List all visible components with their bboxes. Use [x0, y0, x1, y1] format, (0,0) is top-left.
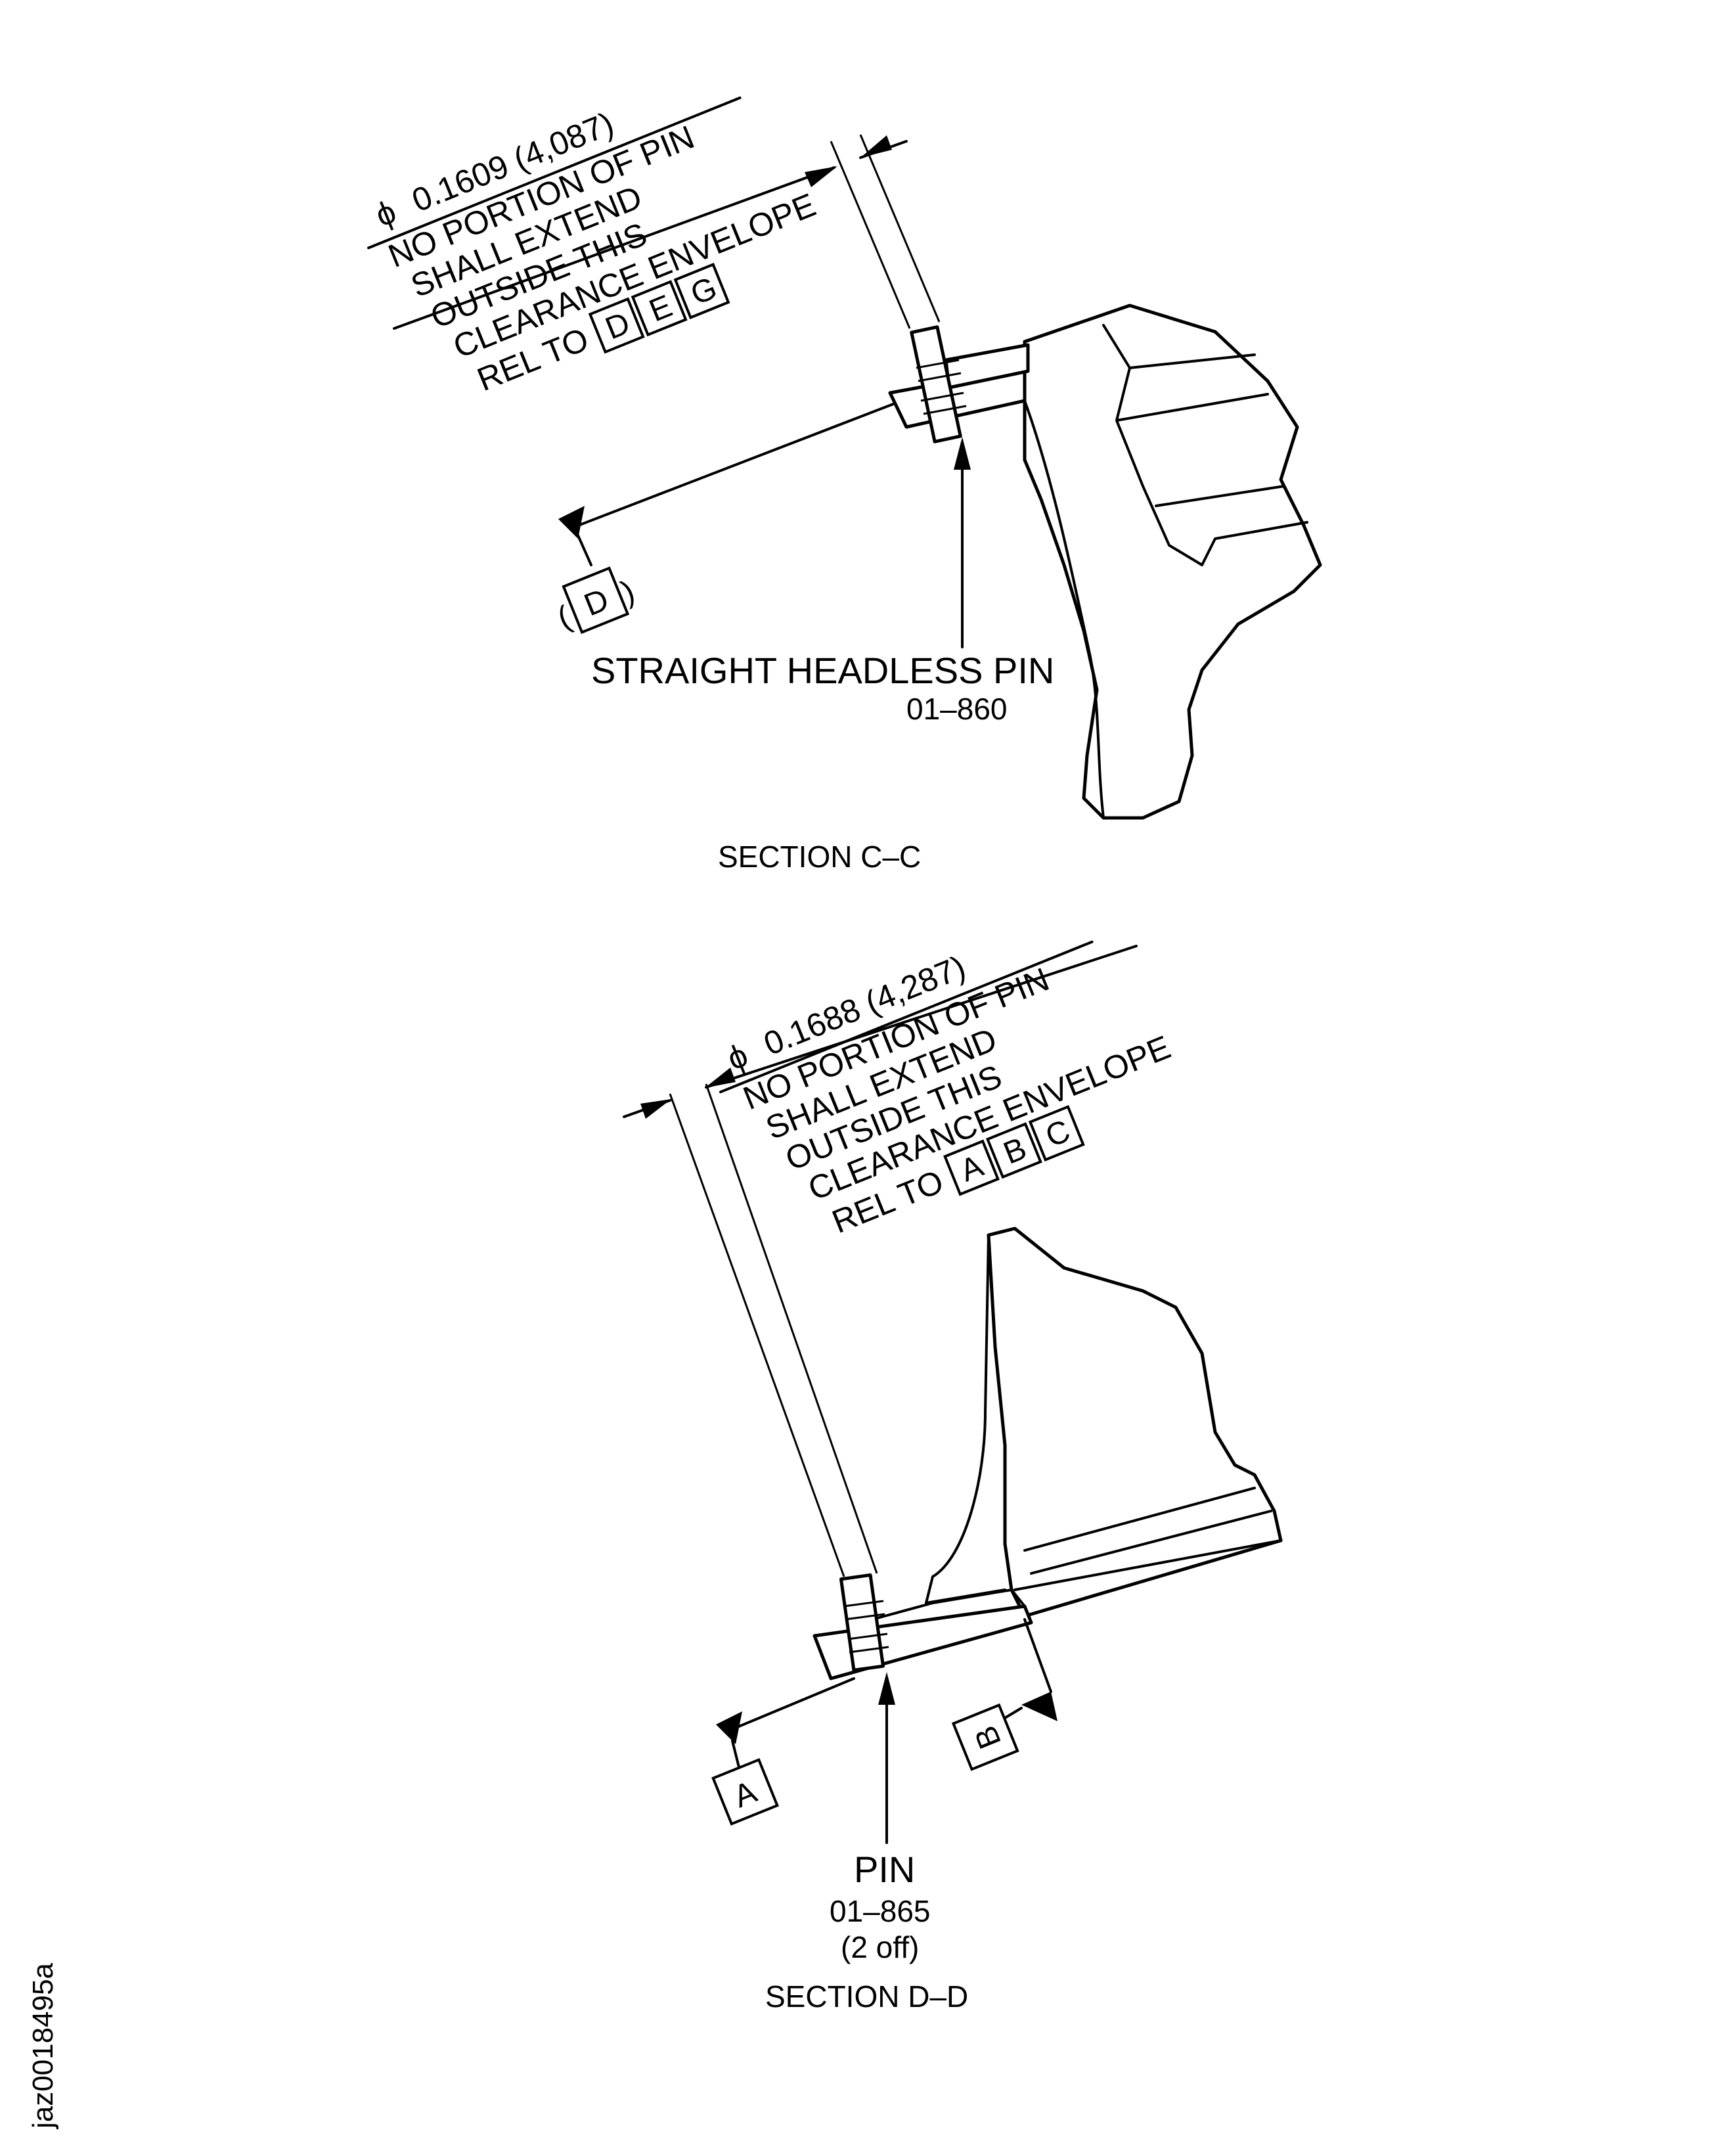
- section-d-casting: [987, 1227, 1283, 1618]
- section-c-flange-curve: [1023, 399, 1105, 819]
- section-d-datum-b-flag: B: [951, 1703, 1019, 1771]
- section-d-pin: [839, 1573, 889, 1672]
- section-d-datum-b-stem: [1004, 1707, 1023, 1719]
- section-c-pin-number: 01–860: [906, 692, 1008, 726]
- section-d-extension-line-1: [669, 1093, 845, 1577]
- section-d-datum-b-triangle: [1021, 1692, 1057, 1721]
- section-d-arrow-left: [640, 1099, 671, 1119]
- section-c-extension-line-1: [830, 141, 911, 329]
- section-c-datum-d-line: [577, 403, 895, 527]
- section-d-pin-number: 01–865: [830, 1894, 931, 1928]
- section-d-extension-line-2: [705, 1083, 878, 1574]
- section-c-casting-step: [1102, 324, 1308, 566]
- section-d-datum-b-line: [1023, 1618, 1052, 1693]
- section-d-title: SECTION D–D: [765, 1979, 968, 2014]
- section-c-extension-line-2: [859, 134, 941, 323]
- section-d-datum-a-line: [734, 1677, 855, 1729]
- section-d-arrow-right: [705, 1068, 736, 1088]
- section-d-pin-label: PIN: [854, 1849, 915, 1890]
- section-c-pin-label: STRAIGHT HEADLESS PIN: [591, 650, 1054, 691]
- section-c-arrow-right: [860, 135, 892, 158]
- section-d-datum-a-stem: [731, 1740, 740, 1769]
- section-c-datum-flag: ( D ): [552, 566, 640, 636]
- section-d-dimension-line: [705, 945, 1138, 1089]
- section-c-title: SECTION C–C: [718, 840, 921, 874]
- section-c-datum-d-stem: [577, 534, 592, 566]
- section-c-arrow-left: [805, 166, 837, 187]
- section-c-datum-d-triangle: [558, 506, 585, 539]
- section-c-c: ( D ) ϕ 0.1609 (4,087) NO PORTION OF PIN…: [367, 96, 1322, 874]
- section-c-note: ϕ 0.1609 (4,087) NO PORTION OF PIN SHALL…: [367, 96, 821, 398]
- section-d-base-top: [859, 1589, 1026, 1624]
- section-d-note: ϕ 0.1688 (4,287) NO PORTION OF PIN SHALL…: [719, 940, 1176, 1240]
- section-d-pin-leader-arrow: [878, 1672, 895, 1705]
- section-c-casting: [1023, 304, 1322, 820]
- section-d-casting-ribs: [1013, 1487, 1282, 1591]
- section-c-pin-leader-arrow: [954, 437, 971, 470]
- section-d-web: [925, 1234, 1006, 1604]
- section-d-datum-a-triangle: [716, 1711, 742, 1744]
- document-id: jaz0018495a: [27, 1962, 59, 2130]
- section-c-dimension-line: [393, 166, 835, 330]
- section-c-diameter-symbol: ϕ: [370, 193, 401, 234]
- section-d-pin-qty: (2 off): [841, 1930, 919, 1964]
- section-c-pin: [910, 325, 967, 443]
- section-d-datum-a-flag: A: [711, 1758, 779, 1826]
- section-d-d: A B ϕ 0.1688 (4,287) NO PORTION OF PIN S…: [623, 940, 1283, 2014]
